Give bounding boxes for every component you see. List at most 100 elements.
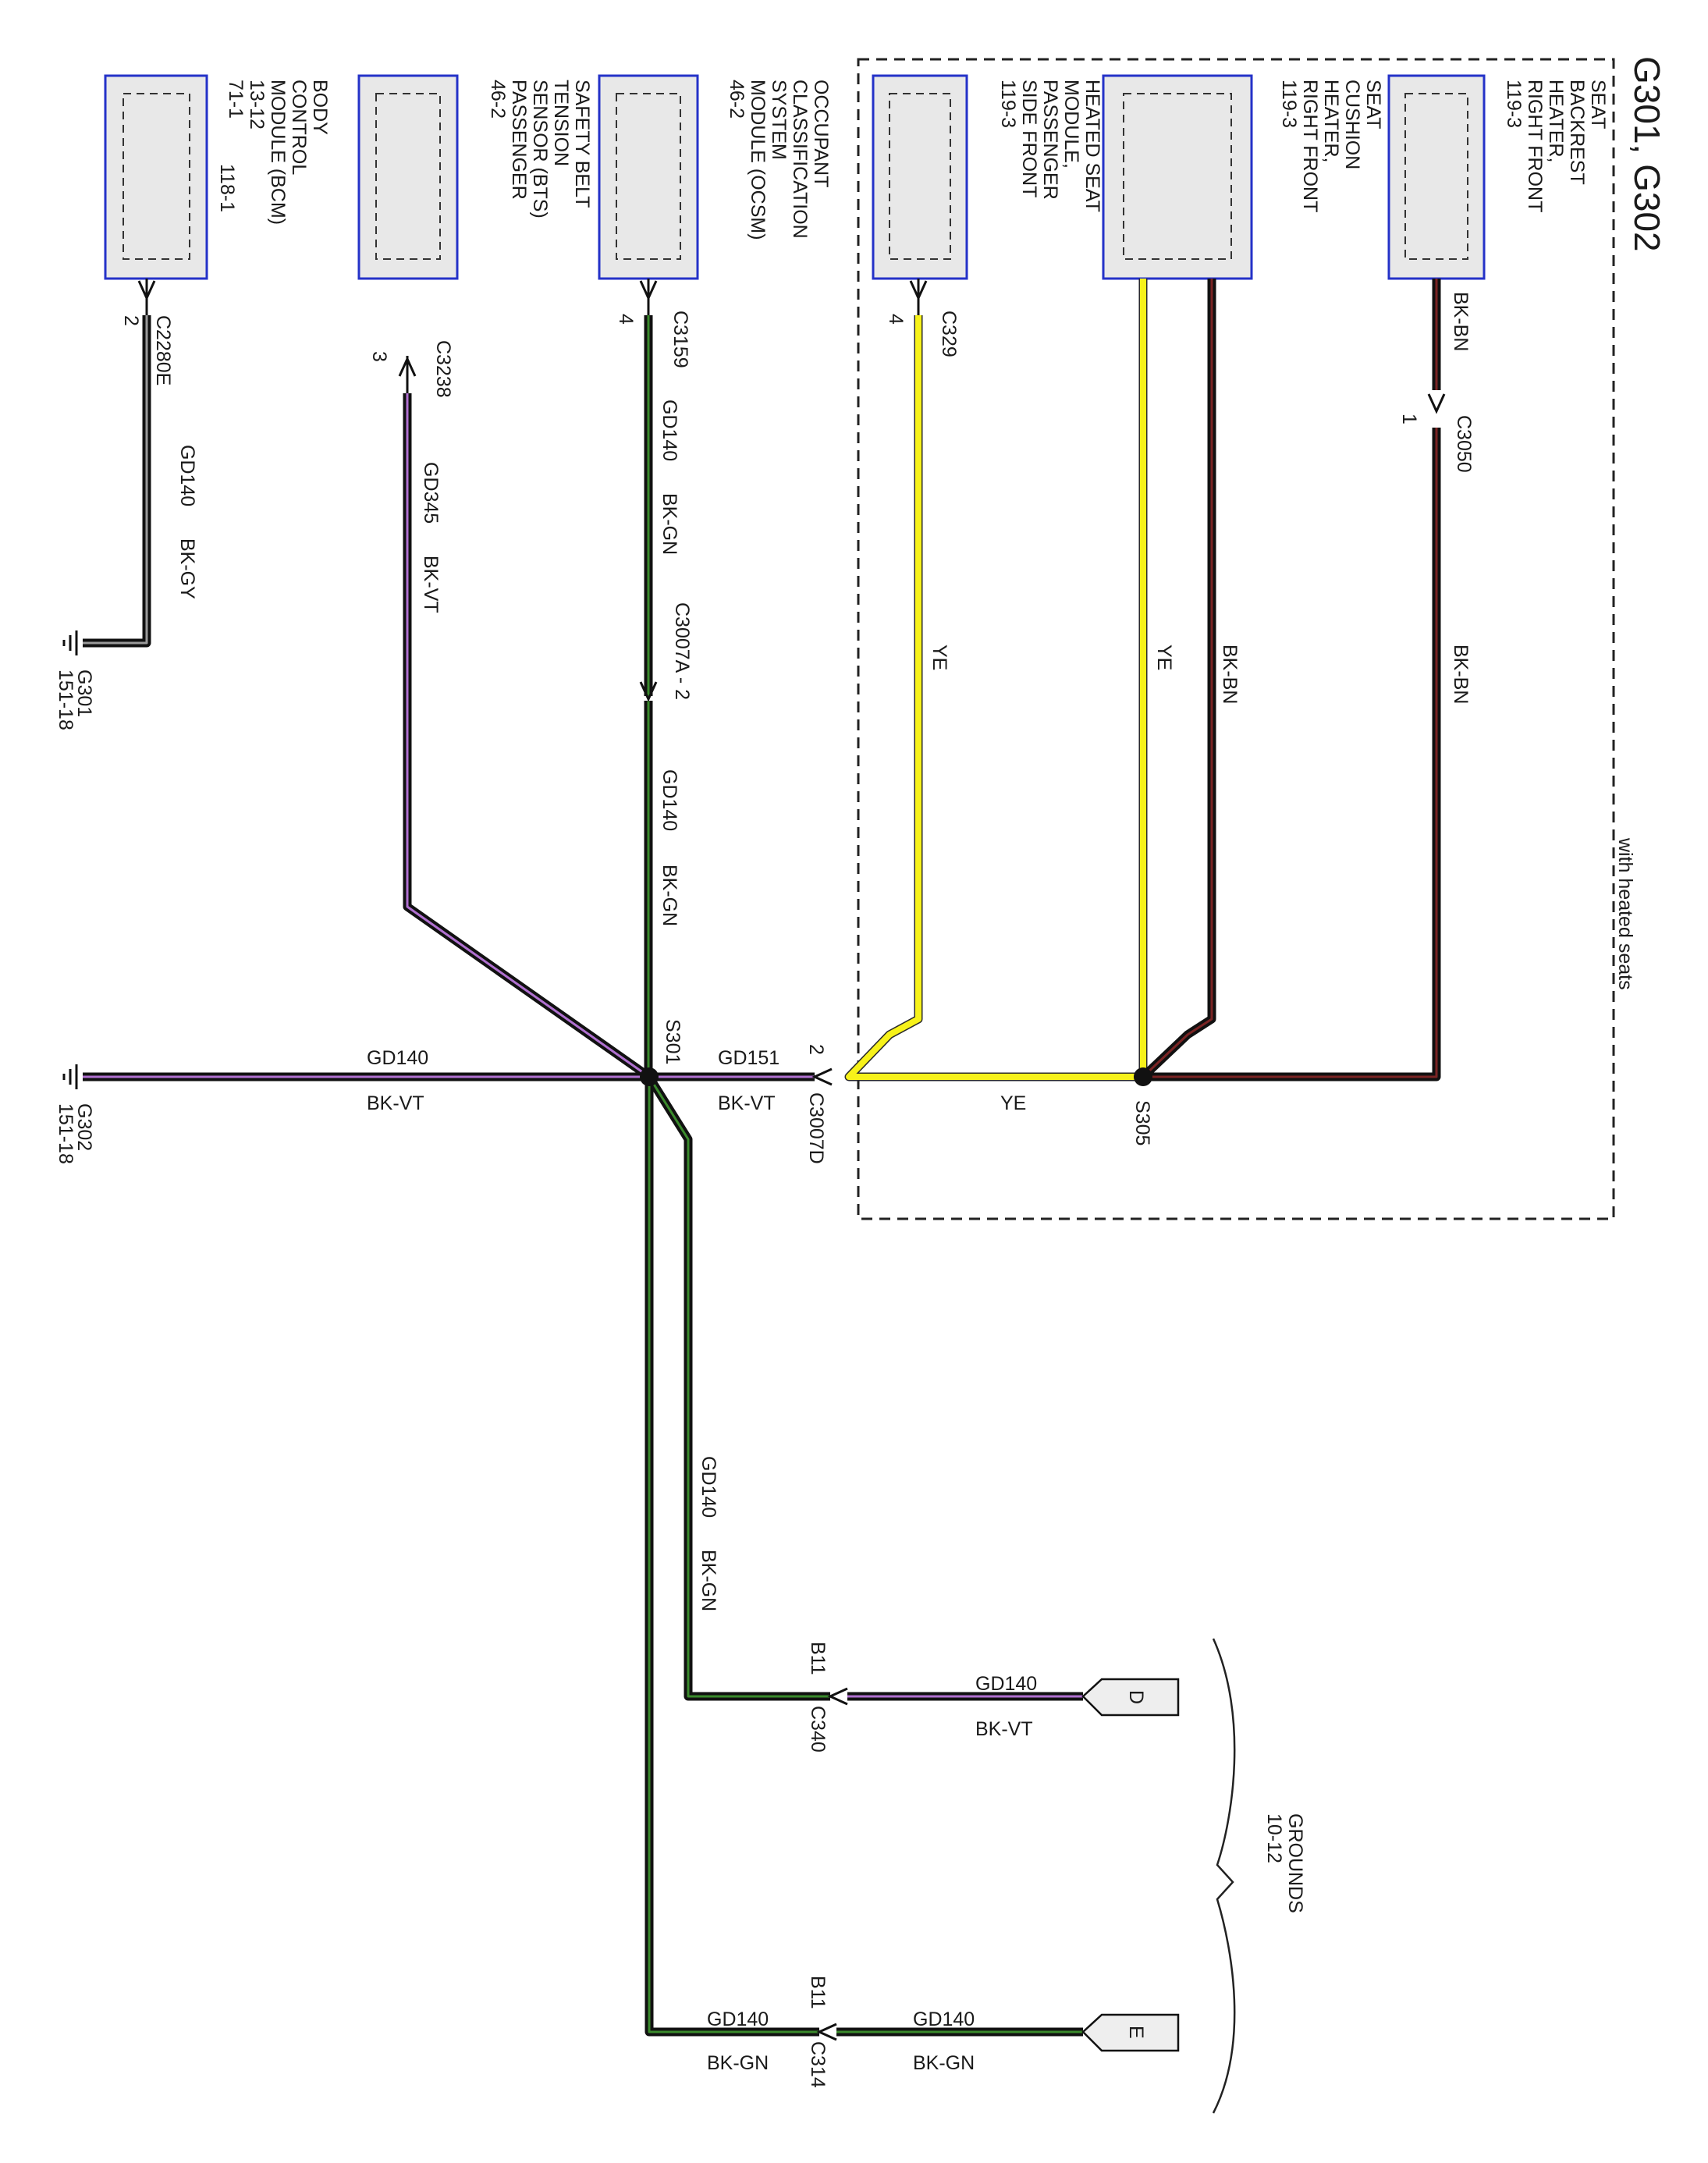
splice-s305-label: S305 xyxy=(1131,1100,1153,1145)
wire-label-gd151-color: BK-VT xyxy=(718,1092,776,1114)
module-bts[interactable] xyxy=(357,74,459,280)
offpage-e-label: E xyxy=(1125,2026,1147,2039)
connector-c3007d-name: C3007D xyxy=(805,1092,827,1164)
connector-c3007d-pin: 2 xyxy=(805,1044,827,1055)
diagram-title: G301, G302 xyxy=(1627,56,1667,252)
wire-bkbn-cushion-stripe xyxy=(1142,279,1213,1078)
connector-c2280e-pin: 2 xyxy=(120,315,142,326)
wire-bcm-gnd-stripe xyxy=(83,315,148,645)
wire-label-ye-s305: YE xyxy=(1000,1092,1026,1114)
module-seat-cushion-heater[interactable] xyxy=(1102,74,1253,280)
label-line: HEATER, xyxy=(1320,80,1342,163)
offpage-d-tab[interactable] xyxy=(1081,1678,1180,1717)
ground-g301-icon xyxy=(62,630,78,655)
wire-label-ye-cushion: YE xyxy=(1153,645,1175,670)
wire-label-c314-right-circuit: GD140 xyxy=(913,2008,975,2030)
connector-c3007d-symbol[interactable] xyxy=(811,1067,833,1086)
wire-label-g302-circuit: GD140 xyxy=(367,1047,428,1069)
wire-label-c340-d-circuit: GD140 xyxy=(975,1673,1037,1695)
wire-c314-left-stripe xyxy=(648,1077,819,2033)
grounds-label: GROUNDS10-12 xyxy=(1263,1813,1306,1913)
connector-c3007a-symbol[interactable] xyxy=(639,681,658,702)
label-line: SIDE FRONT xyxy=(1018,80,1040,197)
connector-c2280e-symbol[interactable] xyxy=(137,279,156,315)
connector-c3238-name: C3238 xyxy=(432,340,454,398)
connector-c314-pin: B11 xyxy=(807,1976,829,2009)
module-bcm[interactable] xyxy=(104,74,208,280)
wire-label-g302-color: BK-VT xyxy=(367,1092,424,1114)
connector-c3238-pin: 3 xyxy=(368,351,390,362)
wire-bkbn-backrest[interactable] xyxy=(1143,428,1441,1082)
label-line: MODULE, xyxy=(1060,80,1082,169)
label-line: 13-12 xyxy=(246,80,268,130)
label-line: PASSENGER xyxy=(1039,80,1061,200)
connector-c3238-symbol[interactable] xyxy=(398,356,417,393)
label-line: RIGHT FRONT xyxy=(1299,80,1321,212)
wire-down-c340[interactable] xyxy=(645,1074,830,1701)
label-line: 46-2 xyxy=(487,80,509,119)
wire-label-bcm-circuit: GD140 xyxy=(176,445,198,506)
connector-c340-symbol[interactable] xyxy=(827,1687,848,1706)
connector-c3050-name: C3050 xyxy=(1453,415,1475,473)
wire-bkbn-cushion[interactable] xyxy=(1140,279,1216,1080)
heated-seats-region xyxy=(857,58,1615,1220)
connector-c3007a-name: C3007A - 2 xyxy=(671,602,693,700)
label-line: SEAT xyxy=(1362,80,1384,129)
label-line: HEATER, xyxy=(1545,80,1567,163)
module-ref-bcm: 118-1 xyxy=(216,164,238,212)
label-line: PASSENGER xyxy=(508,80,530,200)
label-line: HEATED SEAT xyxy=(1081,80,1103,212)
ground-g302-page: 151-18 xyxy=(55,1103,76,1164)
wire-label-bkbn-backrest-top: BK-BN xyxy=(1450,292,1472,351)
wire-down-c340-stripe xyxy=(648,1076,830,1698)
offpage-e-tab[interactable] xyxy=(1081,2013,1180,2052)
connector-c3050-symbol[interactable] xyxy=(1427,393,1446,414)
splice-s305[interactable] xyxy=(1134,1067,1152,1086)
connector-c3159-symbol[interactable] xyxy=(639,279,658,315)
label-line: SAFETY BELT xyxy=(571,80,593,208)
label-line: 119-3 xyxy=(1503,80,1525,128)
label-line: SEAT xyxy=(1587,80,1609,129)
connector-c314-symbol[interactable] xyxy=(816,2023,837,2041)
connector-c329-name: C329 xyxy=(938,311,960,357)
label-line: CONTROL xyxy=(288,80,310,175)
module-ocsm[interactable] xyxy=(598,74,699,280)
wire-ye-c329-stripe xyxy=(846,315,1143,1080)
wire-label-c314-left-color: BK-GN xyxy=(707,2052,769,2074)
connector-c3050-pin: 1 xyxy=(1398,414,1420,424)
wire-label-ocsm-upper-circuit: GD140 xyxy=(659,400,680,461)
wire-label-c314-left-circuit: GD140 xyxy=(707,2008,769,2030)
ground-g302-name: G302 xyxy=(73,1103,95,1151)
wire-bts[interactable] xyxy=(403,393,652,1081)
wire-bcm-gnd[interactable] xyxy=(83,315,151,648)
module-label-bts: SAFETY BELTTENSIONSENSOR (BTS)PASSENGER4… xyxy=(487,80,593,218)
label-line: CLASSIFICATION xyxy=(789,80,811,239)
label-line: MODULE (OCSM) xyxy=(747,80,769,240)
label-line: SENSOR (BTS) xyxy=(529,80,551,218)
wire-c314-left[interactable] xyxy=(644,1077,819,2037)
connector-c329-symbol[interactable] xyxy=(909,279,928,315)
wire-label-c340-d-color: BK-VT xyxy=(975,1718,1033,1740)
label-line: BODY xyxy=(309,80,331,135)
wire-label-gd151-circuit: GD151 xyxy=(718,1047,779,1069)
connector-c3159-name: C3159 xyxy=(669,311,691,368)
module-heated-seat-side[interactable] xyxy=(872,74,968,280)
label-line: 46-2 xyxy=(726,80,747,119)
module-label-seat-backrest-heater: SEATBACKRESTHEATER,RIGHT FRONT119-3 xyxy=(1503,80,1609,212)
splice-s301[interactable] xyxy=(640,1067,659,1086)
wire-label-bkbn-backrest: BK-BN xyxy=(1450,645,1472,704)
label-line: BACKREST xyxy=(1566,80,1588,185)
wire-label-down-c340-color: BK-GN xyxy=(698,1550,719,1611)
label-line: OCCUPANT xyxy=(810,80,832,187)
label-line: 119-3 xyxy=(1278,80,1300,128)
wire-label-bcm-color: BK-GY xyxy=(176,538,198,599)
wire-label-c314-right-color: BK-GN xyxy=(913,2052,975,2074)
label-line: MODULE (BCM) xyxy=(267,80,289,225)
offpage-d-label: D xyxy=(1125,1690,1147,1704)
wire-label-ocsm-upper-color: BK-GN xyxy=(659,493,680,555)
module-label-bcm: BODYCONTROLMODULE (BCM)13-1271-1 xyxy=(225,80,331,225)
wire-label-ocsm-lower-circuit: GD140 xyxy=(659,769,680,831)
connector-c3159-pin: 4 xyxy=(615,314,637,325)
module-seat-backrest-heater[interactable] xyxy=(1387,74,1486,280)
wire-ye-c329[interactable] xyxy=(844,315,1143,1082)
